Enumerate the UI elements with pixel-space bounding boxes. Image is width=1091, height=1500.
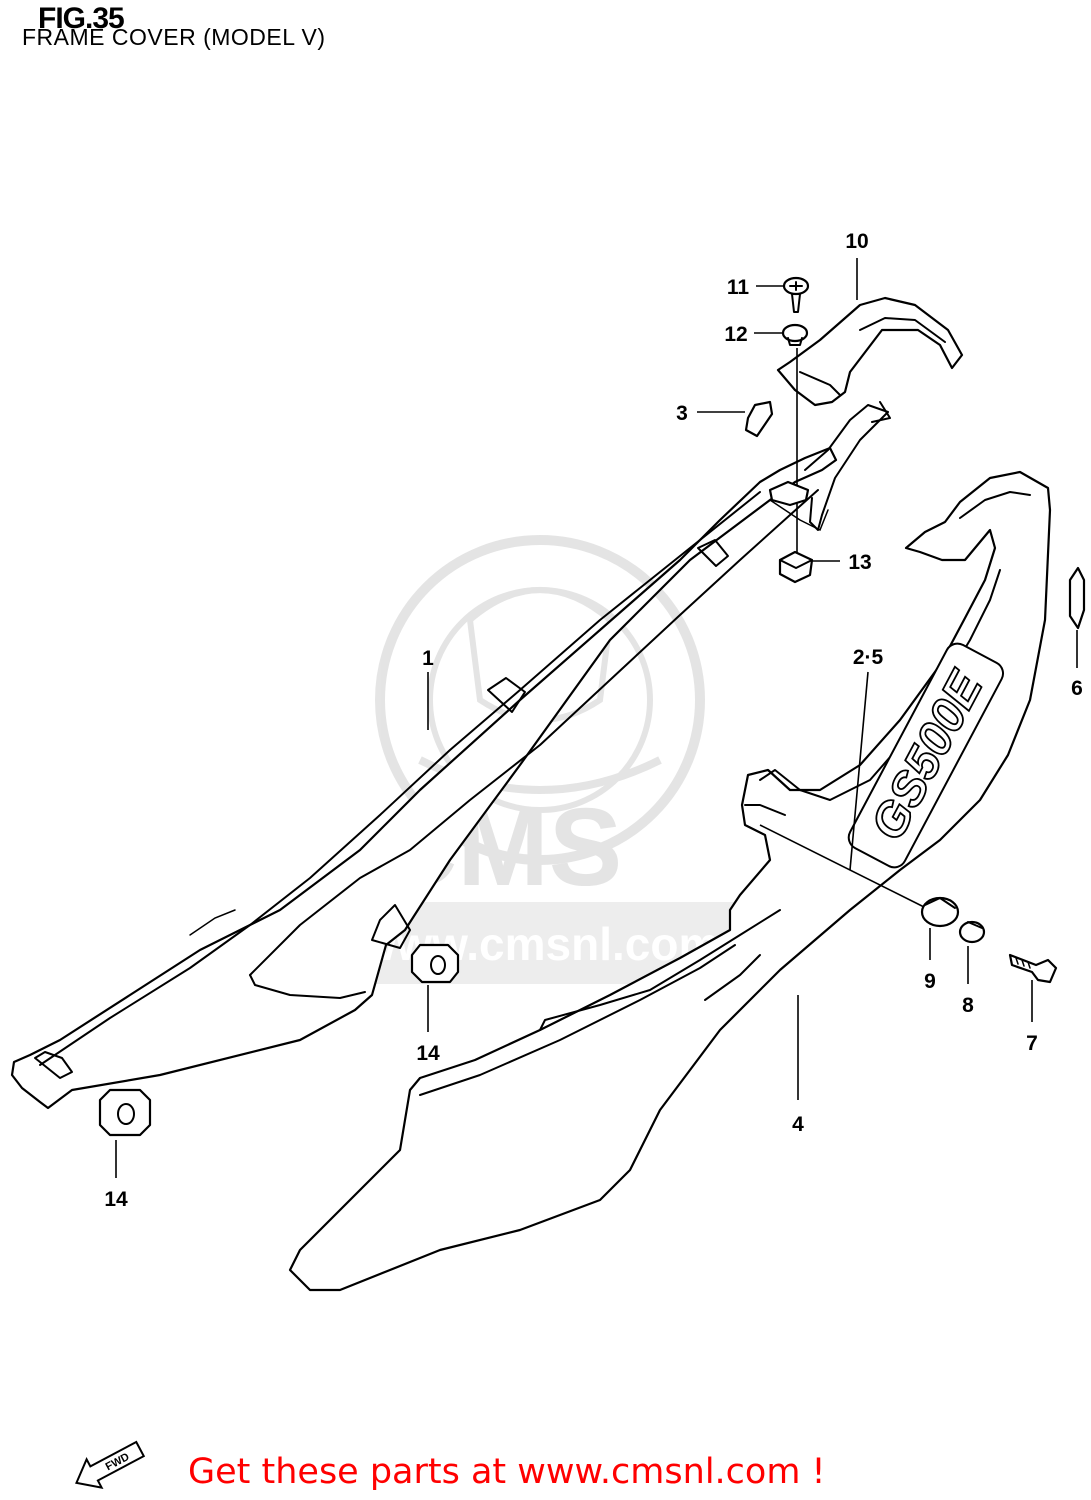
bracket-stay [768,404,889,531]
callout-4: 4 [792,1113,804,1136]
part-6-emblem [1068,566,1086,630]
callout-8: 8 [962,994,974,1017]
callout-14-lower: 14 [104,1188,128,1211]
fwd-arrow-icon: FWD [75,1440,146,1489]
leader-lines [115,258,1078,1178]
callout-9: 9 [924,970,936,993]
callout-12: 12 [724,323,747,346]
figure-title: FIG.35 [38,2,125,35]
part-4-right-frame-cover [288,470,1052,1292]
callout-labels: 10 11 12 3 13 1 2·5 6 9 8 7 4 14 14 [104,230,1083,1211]
part-1-left-frame-cover [10,446,838,1110]
callout-3: 3 [676,402,688,425]
part-3-clip [744,400,774,438]
callout-13: 13 [848,551,871,574]
figure-subtitle: FRAME COVER (MODEL V) [22,24,326,50]
callout-10: 10 [845,230,868,253]
part-14-damper-lower [98,1088,152,1137]
callout-1: 1 [422,647,434,670]
part-11-screw [782,276,810,313]
callout-2-5: 2·5 [853,646,884,669]
part-12-grommet [781,323,809,346]
part-9-grommet [920,896,960,928]
part-14-damper-upper [410,943,460,984]
callout-14-upper: 14 [416,1042,440,1065]
part-7-bolt [1008,953,1058,984]
part-10-bracket [776,296,964,423]
part-13-nut [778,550,814,584]
footer-link-text[interactable]: Get these parts at www.cmsnl.com ! [188,1452,826,1492]
callout-7: 7 [1026,1032,1038,1055]
callout-11: 11 [727,276,750,299]
callout-6: 6 [1071,677,1083,700]
part-8-collar [958,920,986,944]
